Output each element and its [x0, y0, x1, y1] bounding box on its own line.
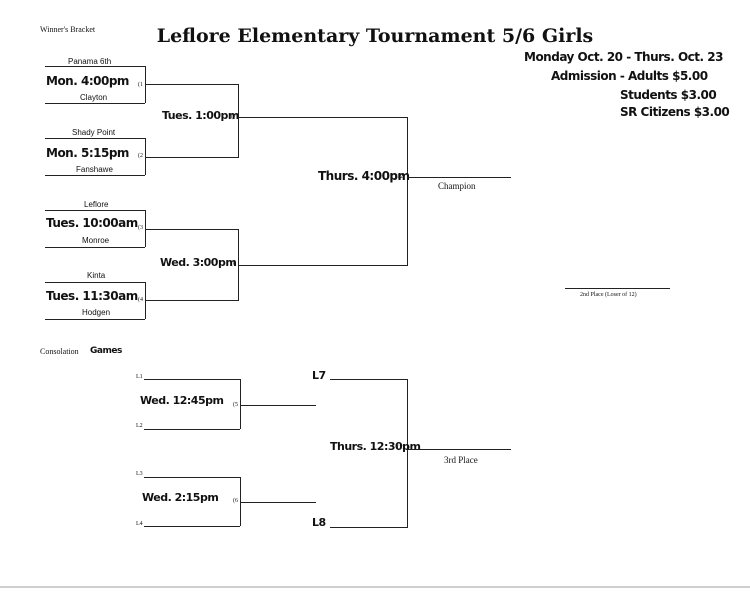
game-time: Tues. 11:30am [46, 289, 138, 303]
team-bottom: Clayton [80, 93, 108, 102]
team-bottom: Hodgen [82, 308, 111, 317]
game-time: Wed. 2:15pm [142, 491, 219, 504]
slot-label: L3 [136, 471, 143, 477]
bracket-line [45, 282, 145, 283]
bracket-line [145, 300, 239, 301]
admission-students: Students $3.00 [620, 88, 717, 102]
game-time: Tues. 10:00am [46, 216, 138, 230]
team-top: Panama 6th [68, 57, 112, 66]
bracket-line [238, 84, 239, 157]
game-number: (4 [138, 297, 143, 303]
champion-line [407, 177, 511, 178]
admission-seniors: SR Citizens $3.00 [620, 105, 730, 119]
game-time: Thurs. 12:30pm [330, 440, 421, 453]
slot-label: L1 [136, 374, 143, 380]
game-time: Tues. 1:00pm [162, 109, 239, 122]
game-number: (11 [397, 445, 405, 451]
bracket-line [145, 84, 239, 85]
bracket-line [45, 175, 145, 176]
bracket-line [145, 157, 239, 158]
bracket-line [330, 379, 408, 380]
second-place-line [565, 288, 670, 289]
game-number: (1 [138, 82, 143, 88]
team-top: Shady Point [72, 128, 116, 137]
bracket-line [45, 103, 145, 104]
bracket-line [238, 265, 408, 266]
consolation-heading: Consolation [40, 347, 79, 356]
game-time: Mon. 4:00pm [46, 74, 129, 88]
third-place-label: 3rd Place [444, 455, 478, 465]
game-number: (8 [231, 261, 236, 267]
bracket-line [144, 477, 240, 478]
bracket-line [145, 138, 146, 175]
bracket-line [45, 319, 145, 320]
bracket-line [330, 527, 408, 528]
team-top: Leflore [84, 200, 109, 209]
team-top: Kinta [87, 271, 106, 280]
bracket-line [407, 117, 408, 265]
bracket-line [238, 229, 239, 300]
bracket-line [144, 526, 240, 527]
bracket-line [45, 210, 145, 211]
slot-label: L4 [136, 521, 143, 527]
loser-slot: L7 [312, 369, 326, 382]
consolation-heading-games: Games [90, 346, 122, 356]
bracket-label: Winner's Bracket [40, 25, 96, 34]
champion-label: Champion [438, 181, 476, 191]
bracket-line [240, 477, 241, 526]
page-title: Leflore Elementary Tournament 5/6 Girls [156, 25, 594, 47]
team-bottom: Monroe [82, 236, 110, 245]
bracket-line [238, 117, 408, 118]
team-bottom: Fanshawe [76, 165, 113, 174]
second-place-label: 2nd Place (Loser of 12) [580, 292, 637, 298]
bracket-line [144, 379, 240, 380]
bracket-line [240, 379, 241, 429]
admission-adults: Admission - Adults $5.00 [551, 69, 708, 83]
game-time: Thurs. 4:00pm [318, 169, 410, 183]
bracket-line [144, 429, 240, 430]
game-number: (6 [233, 498, 238, 504]
third-place-line [407, 449, 511, 450]
game-number: (12 [395, 174, 403, 180]
tournament-dates: Monday Oct. 20 - Thurs. Oct. 23 [524, 50, 723, 64]
game-time: Mon. 5:15pm [46, 146, 129, 160]
game-number: (7 [231, 114, 236, 120]
game-number: (3 [138, 225, 143, 231]
bracket-line [240, 502, 316, 503]
loser-slot: L8 [312, 516, 326, 529]
game-number: (5 [233, 402, 238, 408]
bracket-line [145, 210, 146, 247]
game-number: (2 [138, 153, 143, 159]
bracket-line [45, 138, 145, 139]
bracket-line [45, 66, 145, 67]
game-time: Wed. 12:45pm [140, 394, 224, 407]
game-time: Wed. 3:00pm [160, 256, 237, 269]
bracket-line [145, 229, 239, 230]
slot-label: L2 [136, 423, 143, 429]
page-edge [0, 586, 750, 588]
bracket-line [240, 405, 316, 406]
bracket-line [45, 247, 145, 248]
bracket-line [407, 379, 408, 527]
